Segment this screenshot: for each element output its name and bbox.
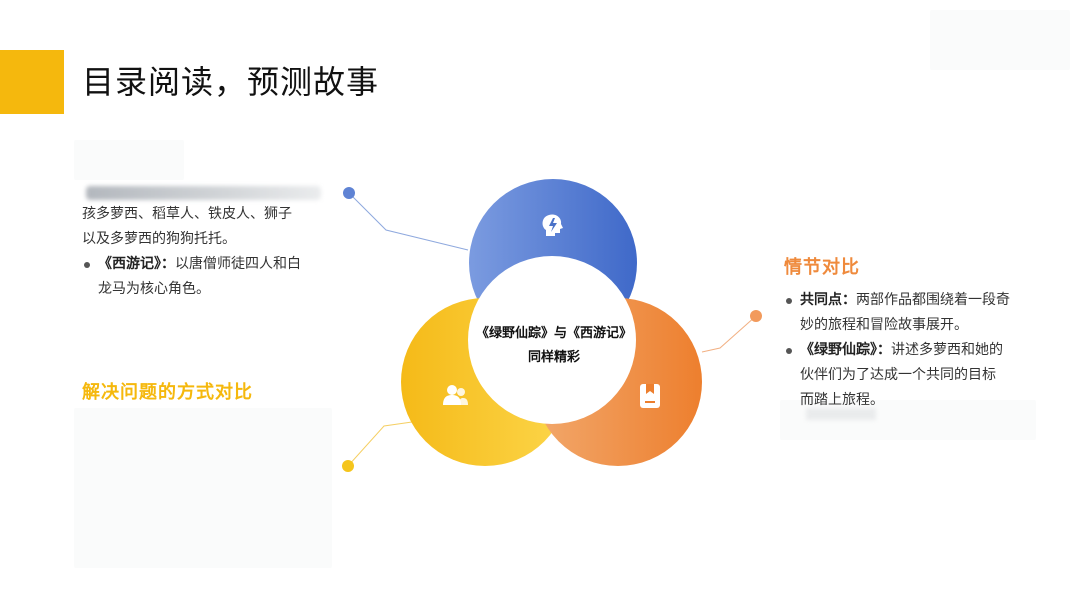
right-heading: 情节对比 <box>784 257 860 278</box>
center-line: 《绿野仙踪》与《西游记》 <box>475 326 632 341</box>
right-bullet: 共同点：两部作品都围绕着一段奇 <box>784 288 1036 313</box>
connector-dot-blue <box>343 187 355 199</box>
connector-line-blue <box>348 192 469 251</box>
left-bullet: 《西游记》：以唐僧师徒四人和白 <box>82 252 332 277</box>
bullet-continuation: 伙伴们为了达成一个共同的目标 <box>800 367 996 383</box>
bullet-continuation: 而踏上旅程。 <box>800 392 884 408</box>
faint-panel <box>74 140 184 180</box>
left-line: 以及多萝西的狗狗托托。 <box>82 231 236 247</box>
connector-lines <box>347 192 757 467</box>
right-text-block: 共同点：两部作品都围绕着一段奇 妙的旅程和冒险故事展开。 《绿野仙踪》：讲述多萝… <box>784 288 1036 413</box>
center-line: 同样精彩 <box>527 350 580 365</box>
people-icon <box>443 385 468 405</box>
bullet-continuation: 妙的旅程和冒险故事展开。 <box>800 317 968 333</box>
title-accent-bar <box>0 50 64 114</box>
bullet-continuation: 龙马为核心角色。 <box>98 281 210 297</box>
connector-dot-yellow <box>342 460 354 472</box>
bookmark-icon <box>640 384 660 408</box>
head-lightbulb-icon <box>542 214 563 236</box>
bullet-text: 以唐僧师徒四人和白 <box>175 256 301 272</box>
right-bullet: 《绿野仙踪》：讲述多萝西和她的 <box>784 338 1036 363</box>
left-text-block: 孩多萝西、稻草人、铁皮人、狮子 以及多萝西的狗狗托托。 《西游记》：以唐僧师徒四… <box>82 202 332 302</box>
bullet-label: 共同点： <box>800 292 856 308</box>
connector-line-yellow <box>347 421 413 467</box>
connector-line-orange <box>701 315 757 353</box>
faint-panel <box>74 408 332 568</box>
connector-dot-orange <box>750 310 762 322</box>
blurred-text <box>806 408 876 420</box>
faint-panel <box>930 10 1070 70</box>
bullet-text: 讲述多萝西和她的 <box>891 342 1003 358</box>
bullet-label: 《绿野仙踪》： <box>800 342 891 358</box>
left-line: 孩多萝西、稻草人、铁皮人、狮子 <box>82 206 292 222</box>
page-title: 目录阅读，预测故事 <box>82 63 380 101</box>
left-heading: 解决问题的方式对比 <box>82 382 253 403</box>
venn-center <box>468 256 636 424</box>
blurred-text <box>86 186 321 200</box>
venn-center-text: 《绿野仙踪》与《西游记》 同样精彩 <box>462 322 646 370</box>
faint-panel <box>780 400 1036 440</box>
bullet-label: 《西游记》： <box>98 256 175 272</box>
bullet-text: 两部作品都围绕着一段奇 <box>856 292 1010 308</box>
